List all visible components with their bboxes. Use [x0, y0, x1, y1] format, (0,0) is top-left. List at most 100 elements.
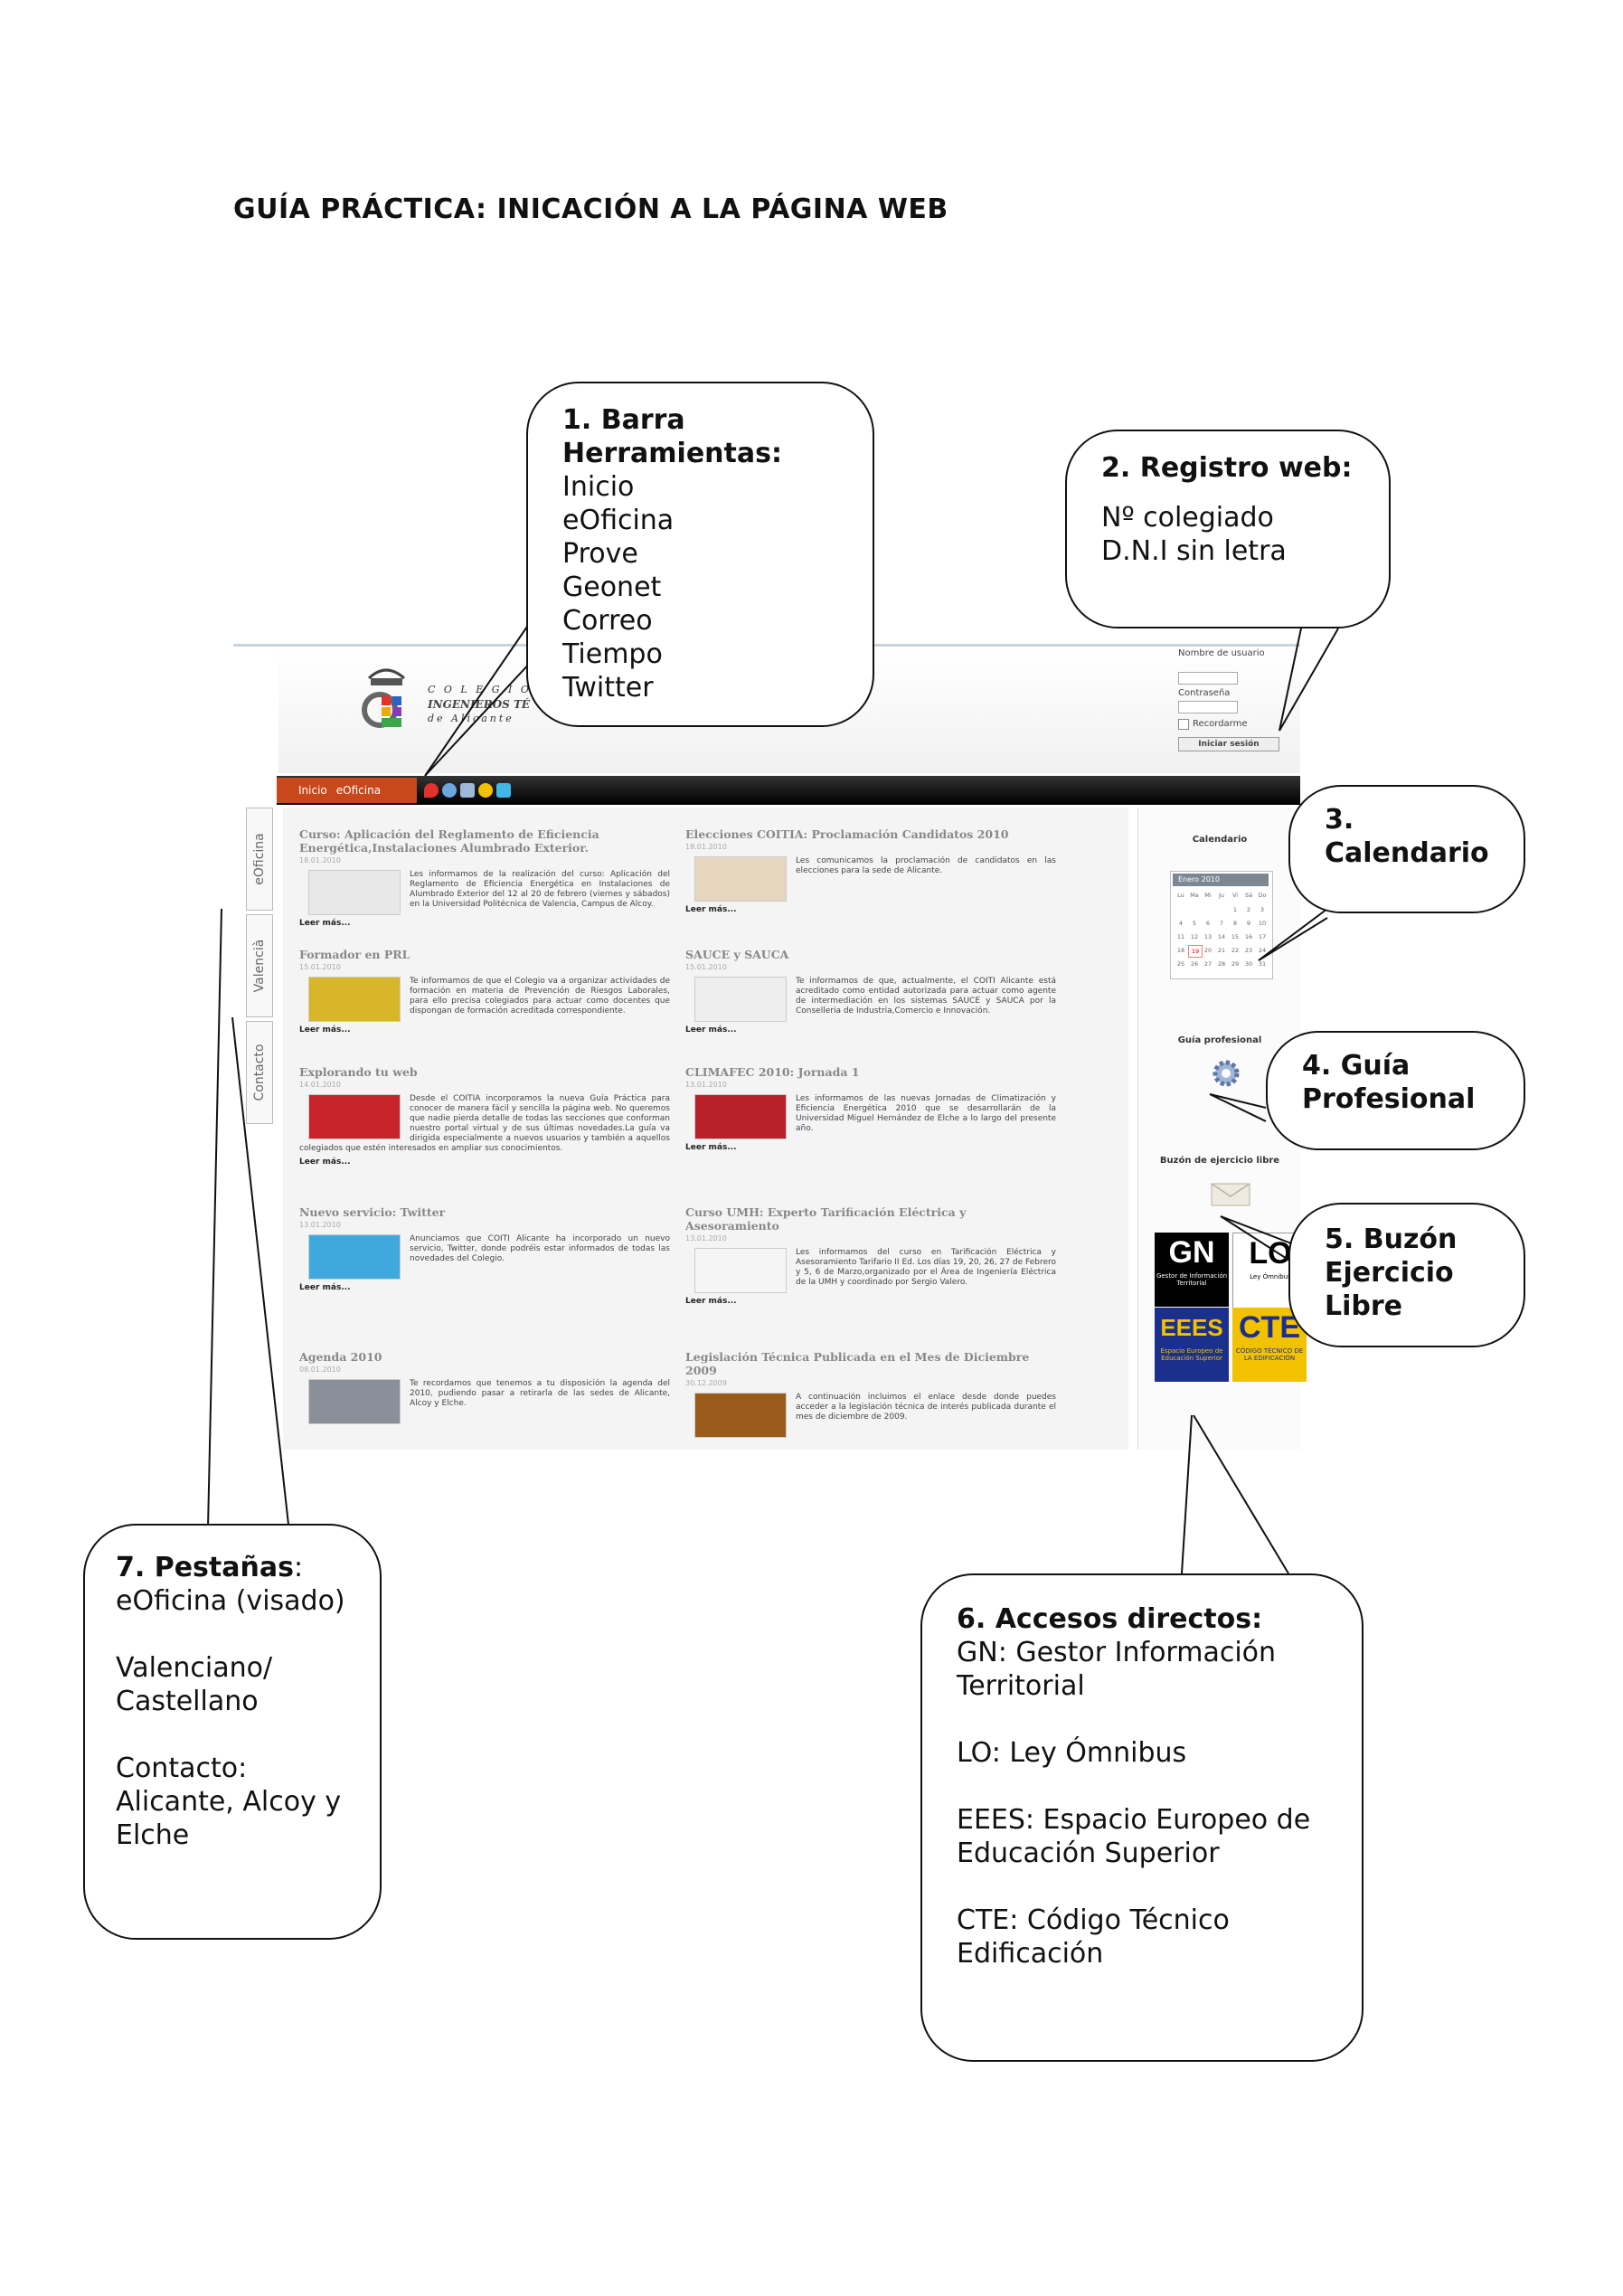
calendar-day[interactable]: 26: [1190, 960, 1199, 968]
calendar-day[interactable]: 8: [1232, 920, 1238, 927]
news-title[interactable]: Explorando tu web: [299, 1065, 418, 1079]
monitor-icon[interactable]: [460, 783, 475, 798]
calendar-day[interactable]: 1: [1232, 906, 1238, 913]
username-field[interactable]: [1178, 672, 1238, 685]
bird-icon[interactable]: [496, 783, 511, 798]
pointer-pestanas-2: [231, 1016, 290, 1534]
calendar-day[interactable]: 9: [1246, 920, 1251, 927]
news-body: A continuación incluimos el enlace desde…: [796, 1393, 1056, 1422]
remember-checkbox[interactable]: [1178, 719, 1189, 730]
callout-line: Nº colegiado: [1101, 502, 1274, 534]
calendar-day[interactable]: 21: [1217, 947, 1226, 954]
calendar-day[interactable]: 29: [1231, 960, 1240, 968]
login-panel: Nombre de usuario Contraseña Recordarme …: [1178, 647, 1314, 773]
news-title[interactable]: Legislación Técnica Publicada en el Mes …: [685, 1350, 1030, 1377]
read-more-link[interactable]: Leer más...: [299, 1025, 351, 1035]
calendar-day[interactable]: 19: [1188, 945, 1203, 958]
tab-inicio[interactable]: Inicio: [298, 784, 327, 797]
calendar-day[interactable]: 24: [1258, 947, 1267, 954]
calendar-day[interactable]: 6: [1205, 920, 1211, 927]
news-item: Legislación Técnica Publicada en el Mes …: [685, 1350, 1056, 1445]
calendar-day[interactable]: 25: [1176, 960, 1185, 968]
calendar-day[interactable]: 11: [1176, 933, 1185, 940]
read-more-link[interactable]: Leer más...: [299, 1157, 351, 1167]
news-body: Les informamos del curso en Tarificación…: [796, 1248, 1056, 1287]
calendar-day[interactable]: 2: [1246, 906, 1251, 913]
callout-line: GN: Gestor Información Territorial: [957, 1637, 1277, 1702]
news-title[interactable]: Nuevo servicio: Twitter: [299, 1205, 446, 1219]
calendar-day[interactable]: 7: [1219, 920, 1224, 927]
pointer-accesos: [1181, 1414, 1193, 1574]
calendar-label: Calendario: [1192, 835, 1248, 845]
password-field[interactable]: [1178, 701, 1238, 713]
pointer-accesos-2: [1193, 1414, 1289, 1574]
read-more-link[interactable]: Leer más...: [685, 1143, 737, 1152]
gear-icon[interactable]: [1211, 1058, 1241, 1089]
news-body: Te informamos de que el Colegio va a org…: [410, 977, 670, 1016]
calendar-day[interactable]: 4: [1178, 920, 1184, 927]
calendar-day[interactable]: 15: [1231, 933, 1240, 940]
calendar-day[interactable]: 27: [1203, 960, 1213, 968]
news-item: SAUCE y SAUCA 15.01.2010 Te informamos d…: [685, 948, 1056, 1056]
calendar-day[interactable]: 12: [1190, 933, 1199, 940]
college-logo-emblem: [362, 668, 406, 728]
calendar-day[interactable]: 16: [1244, 933, 1253, 940]
pin-icon[interactable]: [424, 783, 439, 798]
news-title[interactable]: Curso: Aplicación del Reglamento de Efic…: [299, 827, 599, 855]
calendar-day[interactable]: 20: [1203, 947, 1213, 954]
calendar-weekday: Sá: [1244, 892, 1253, 899]
calendar-day[interactable]: 31: [1258, 960, 1267, 968]
calendar-day[interactable]: 30: [1244, 960, 1253, 968]
calendar-day[interactable]: 13: [1203, 933, 1213, 940]
news-body: Te informamos de que, actualmente, el CO…: [796, 977, 1056, 1016]
callout-line: eOficina: [562, 505, 675, 536]
pointer-guia-2: [1209, 1093, 1267, 1122]
pointer-calendario: [1258, 908, 1328, 961]
calendar-day[interactable]: 5: [1192, 920, 1197, 927]
read-more-link[interactable]: Leer más...: [299, 919, 351, 928]
news-date: 15.01.2010: [299, 963, 341, 971]
calendar-day[interactable]: 22: [1231, 947, 1240, 954]
read-more-link[interactable]: Leer más...: [685, 1297, 737, 1306]
sun-icon[interactable]: [478, 783, 493, 798]
login-button[interactable]: Iniciar sesión: [1178, 737, 1279, 751]
calendar-day[interactable]: 28: [1217, 960, 1226, 968]
read-more-link[interactable]: Leer más...: [685, 1025, 737, 1035]
calendar-day[interactable]: 17: [1258, 933, 1267, 940]
calendar-weekday: Vi: [1231, 892, 1239, 899]
news-thumbnail: [308, 1094, 401, 1139]
news-title[interactable]: SAUCE y SAUCA: [685, 948, 789, 961]
calendar-day[interactable]: 10: [1258, 920, 1267, 927]
calendar-day[interactable]: 14: [1217, 933, 1226, 940]
calendar-day[interactable]: 23: [1244, 947, 1253, 954]
calendar-day[interactable]: 18: [1176, 947, 1185, 954]
calendar-day[interactable]: 3: [1260, 906, 1265, 913]
side-tab-eoficina[interactable]: eOficina: [246, 808, 273, 911]
globe-icon[interactable]: [442, 783, 457, 798]
read-more-link[interactable]: Leer más...: [685, 905, 737, 914]
news-date: 14.01.2010: [299, 1081, 341, 1089]
news-title[interactable]: Agenda 2010: [299, 1350, 382, 1364]
news-title[interactable]: Curso UMH: Experto Tarificación Eléctric…: [685, 1205, 967, 1233]
quick-link-caption: CÓDIGO TÉCNICO DE LA EDIFICACIÓN: [1235, 1347, 1304, 1362]
news-title[interactable]: CLIMAFEC 2010: Jornada 1: [685, 1065, 860, 1079]
envelope-icon[interactable]: [1211, 1183, 1250, 1206]
side-tab-contacto[interactable]: Contacto: [246, 1021, 273, 1124]
side-tab-valencia[interactable]: Valencià: [246, 914, 273, 1017]
read-more-link[interactable]: Leer más...: [299, 1283, 351, 1292]
news-item: Curso: Aplicación del Reglamento de Efic…: [299, 827, 670, 945]
tab-eoficina[interactable]: eOficina: [335, 784, 382, 797]
news-date: 13.01.2010: [685, 1081, 727, 1089]
news-title[interactable]: Formador en PRL: [299, 948, 410, 961]
news-area: Curso: Aplicación del Reglamento de Efic…: [283, 808, 1128, 1450]
news-title[interactable]: Elecciones COITIA: Proclamación Candidat…: [685, 827, 1009, 841]
